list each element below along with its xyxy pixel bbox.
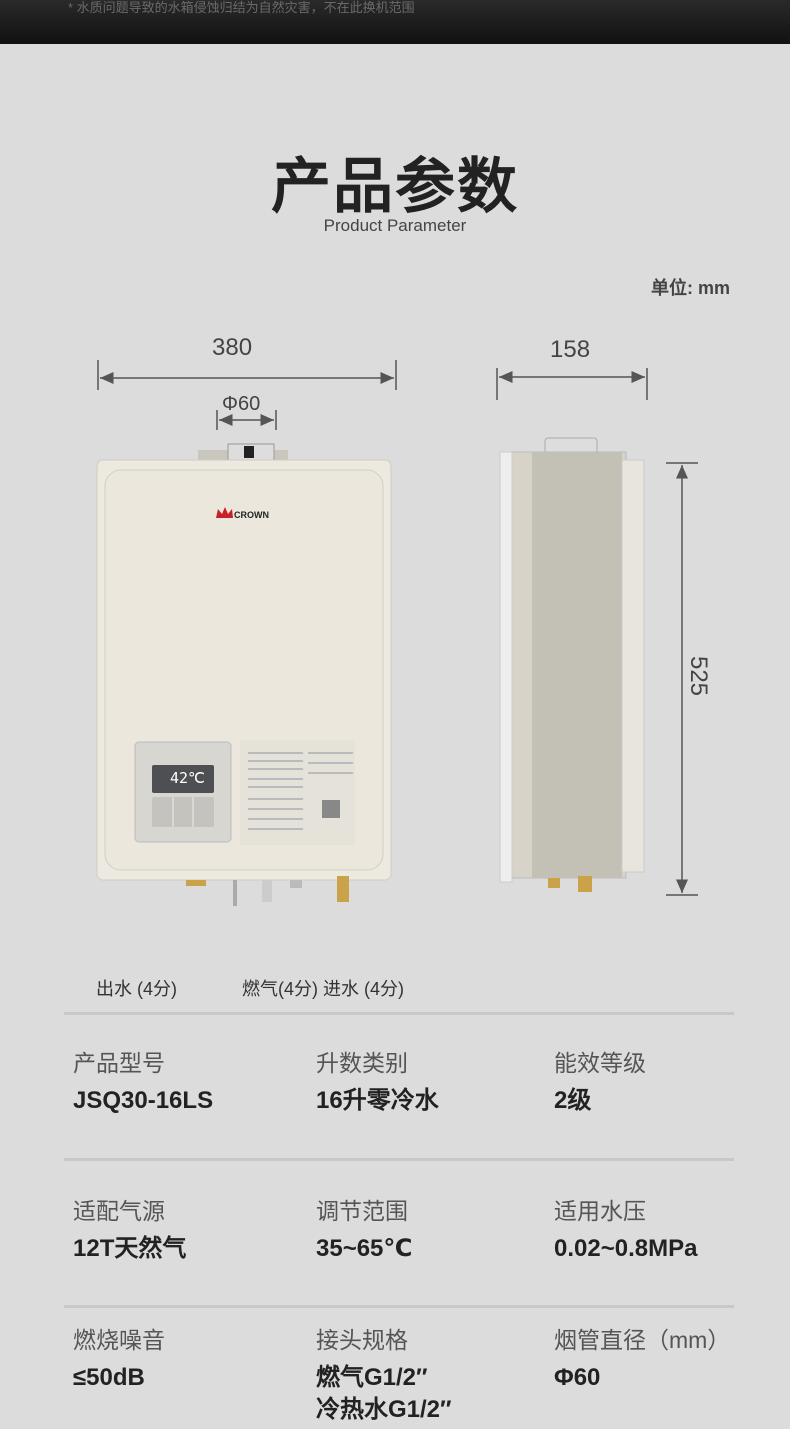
- spec-value: 燃气G1/2″: [316, 1364, 428, 1391]
- spec-label: 产品型号: [73, 1050, 165, 1076]
- side-depth-dimension: [496, 368, 648, 400]
- spec-efficiency: 能效等级 2级: [554, 1048, 646, 1120]
- spec-value: JSQ30-16LS: [73, 1087, 214, 1114]
- spec-label: 调节范围: [316, 1198, 408, 1224]
- spec-value: 2级: [554, 1087, 592, 1114]
- spec-range: 调节范围 35~65℃: [316, 1196, 412, 1268]
- divider: [64, 1012, 734, 1015]
- pipe-label-outlet: 出水 (4分): [96, 979, 177, 999]
- spec-value: 35~65℃: [316, 1235, 413, 1262]
- spec-label: 接头规格: [316, 1327, 408, 1353]
- top-banner: * 水质问题导致的水箱侵蚀归结为自然灾害，不在此换机范围: [0, 0, 790, 44]
- spec-label: 燃烧噪音: [73, 1327, 165, 1353]
- divider: [64, 1305, 734, 1308]
- spec-water-pressure: 适用水压 0.02~0.8MPa: [554, 1196, 697, 1268]
- side-depth-label: 158: [550, 336, 591, 363]
- spec-value: 16升零冷水: [316, 1087, 439, 1114]
- spec-label: 适配气源: [73, 1198, 165, 1224]
- display-temperature: 42℃: [170, 769, 205, 787]
- spec-value-2: 冷热水G1/2″: [316, 1396, 452, 1423]
- heater-side-view: [499, 437, 645, 892]
- spec-gas-source: 适配气源 12T天然气: [73, 1196, 186, 1268]
- spec-value: Φ60: [554, 1364, 601, 1391]
- page-subtitle: Product Parameter: [323, 216, 467, 235]
- spec-label: 适用水压: [554, 1198, 646, 1224]
- divider: [64, 1158, 734, 1161]
- spec-label: 烟管直径（mm）: [554, 1327, 731, 1353]
- spec-flue-diameter: 烟管直径（mm） Φ60: [554, 1325, 730, 1397]
- spec-value: ≤50dB: [73, 1364, 145, 1391]
- spec-model: 产品型号 JSQ30-16LS: [73, 1048, 213, 1120]
- page-title: 产品参数: [271, 153, 519, 220]
- top-note: * 水质问题导致的水箱侵蚀归结为自然灾害，不在此换机范围: [68, 0, 415, 15]
- brand-logo-text: CROWN: [234, 510, 269, 520]
- unit-label: 单位: mm: [650, 278, 730, 298]
- pipe-label-gas-inlet: 燃气(4分) 进水 (4分): [242, 979, 404, 999]
- product-drawing: [96, 360, 698, 906]
- front-width-label: 380: [212, 334, 253, 361]
- front-width-dimension: [97, 360, 397, 390]
- spec-value: 12T天然气: [73, 1235, 187, 1262]
- spec-label: 能效等级: [554, 1050, 646, 1076]
- spec-label: 升数类别: [316, 1050, 408, 1076]
- flue-diameter-label: Φ60: [222, 393, 261, 415]
- spec-connector: 接头规格 燃气G1/2″ 冷热水G1/2″: [316, 1325, 452, 1429]
- spec-capacity: 升数类别 16升零冷水: [316, 1048, 439, 1120]
- spec-value: 0.02~0.8MPa: [554, 1235, 698, 1262]
- height-dimension: [666, 462, 698, 896]
- spec-noise: 燃烧噪音 ≤50dB: [73, 1325, 165, 1397]
- flue-dimension: [216, 410, 277, 430]
- heater-front-view: [96, 443, 392, 906]
